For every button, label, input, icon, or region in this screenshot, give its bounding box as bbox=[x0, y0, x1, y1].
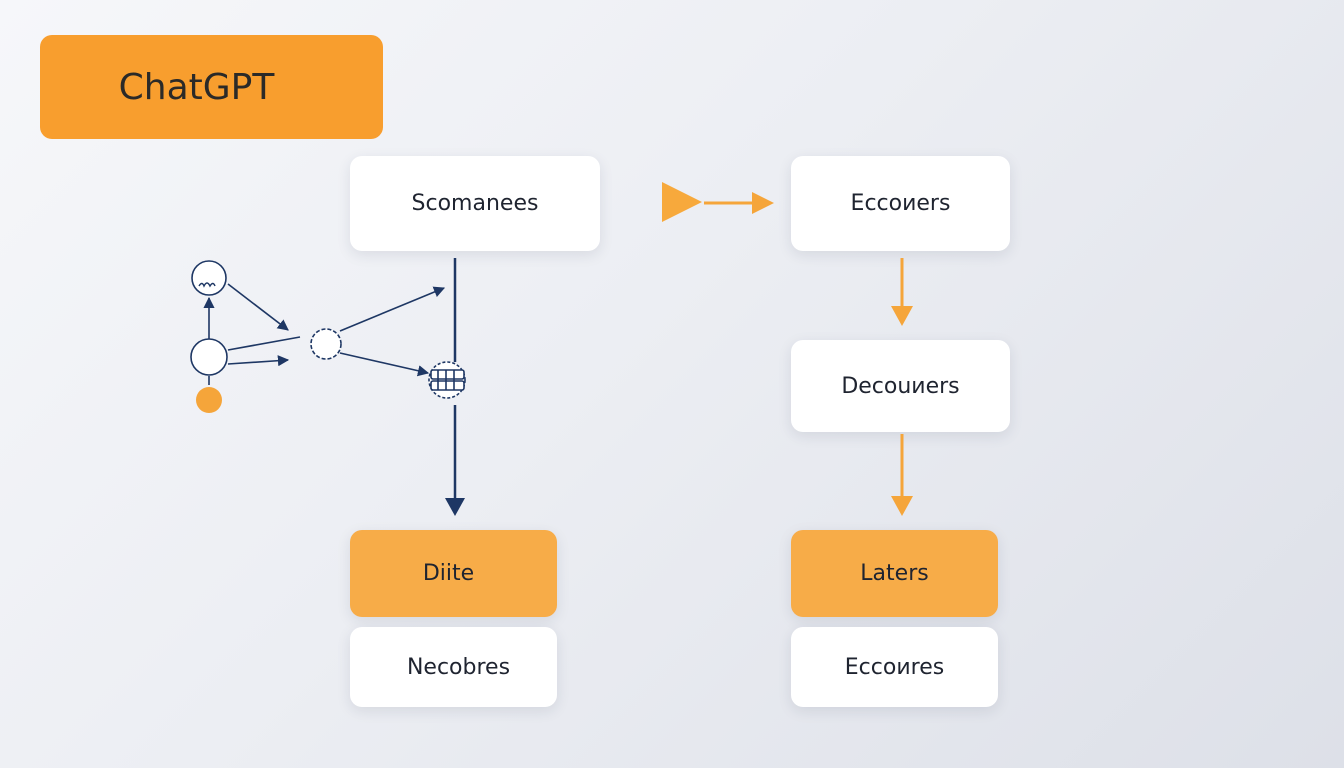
navy-down-arrow-icon bbox=[445, 258, 465, 516]
node-label: Decouиers bbox=[841, 373, 960, 399]
node-ecco-res[interactable]: Eccoиres bbox=[791, 627, 998, 707]
node-scomanees[interactable]: Scomanees bbox=[350, 156, 600, 251]
node-label: Eccoиers bbox=[850, 191, 951, 216]
node-ecco-ers[interactable]: Eccoиers bbox=[791, 156, 1010, 251]
node-label: Necobres bbox=[406, 654, 511, 680]
node-necobres[interactable]: Necobres bbox=[350, 627, 557, 707]
orange-node-dot bbox=[196, 387, 222, 413]
node-label: Laters bbox=[860, 561, 929, 586]
node-label: Diite bbox=[422, 561, 475, 586]
node-label: Scomanees bbox=[411, 191, 539, 216]
node-decou-ers[interactable]: Decouиers bbox=[791, 340, 1010, 432]
chatgpt-title-block: ChatGPT bbox=[40, 35, 383, 139]
node-laters[interactable]: Laters bbox=[791, 530, 998, 617]
server-icon bbox=[428, 361, 466, 399]
orange-down-arrow-icon bbox=[891, 434, 913, 516]
play-arrow-icon bbox=[662, 182, 774, 222]
network-graph-icon bbox=[190, 260, 446, 385]
title-label: ChatGPT bbox=[118, 66, 275, 108]
node-diite[interactable]: Diite bbox=[350, 530, 557, 617]
orange-down-arrow-icon bbox=[891, 258, 913, 326]
node-label: Eccoиres bbox=[844, 654, 945, 680]
